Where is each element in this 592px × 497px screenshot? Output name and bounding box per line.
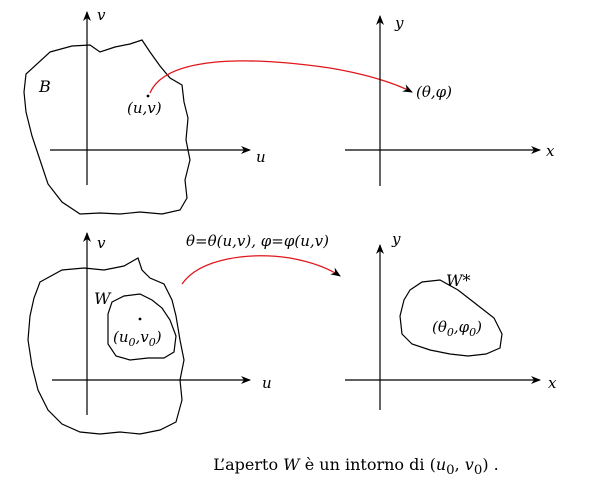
point-uv-dot (146, 94, 150, 98)
figure-caption: L’aperto W è un intorno di (u0, v0) . (213, 455, 499, 479)
x-axis-label-top: x (546, 142, 555, 160)
top-right-panel: y x (θ,φ) (345, 14, 555, 186)
region-B-label: B (38, 77, 51, 96)
region-B-boundary (23, 39, 191, 215)
y-axis-label-top: y (394, 14, 404, 32)
mapping-arrow-bottom (181, 255, 341, 285)
region-W-boundary (107, 293, 177, 361)
bottom-left-panel: v u W (u0,v0) (27, 232, 272, 435)
v-axis-label: v (97, 6, 106, 24)
point-uv-label: (u,v) (127, 99, 162, 117)
point-u0v0-label: (u0,v0) (113, 328, 162, 349)
v-axis-label-bottom: v (97, 234, 106, 252)
y-axis-label-bottom: y (391, 230, 401, 248)
top-left-panel: v u B (u,v) (23, 6, 266, 215)
region-Wstar-label: W* (446, 271, 470, 290)
region-W-label: W (94, 289, 112, 308)
mapping-arrow-top (149, 60, 413, 94)
point-theta-phi-label: (θ,φ) (416, 83, 452, 101)
mapping-formula: θ=θ(u,v), φ=φ(u,v) (186, 232, 329, 250)
region-Wstar-boundary (399, 279, 503, 357)
x-axis-label-bottom: x (548, 374, 557, 392)
point-theta0-phi0-label: (θ0,φ0) (432, 318, 482, 339)
u-axis-label: u (256, 148, 266, 166)
outer-region-boundary (27, 257, 185, 435)
bottom-right-panel: y x W* (θ0,φ0) (345, 230, 557, 410)
point-u0v0-dot (138, 317, 142, 321)
u-axis-label-bottom: u (262, 374, 272, 392)
